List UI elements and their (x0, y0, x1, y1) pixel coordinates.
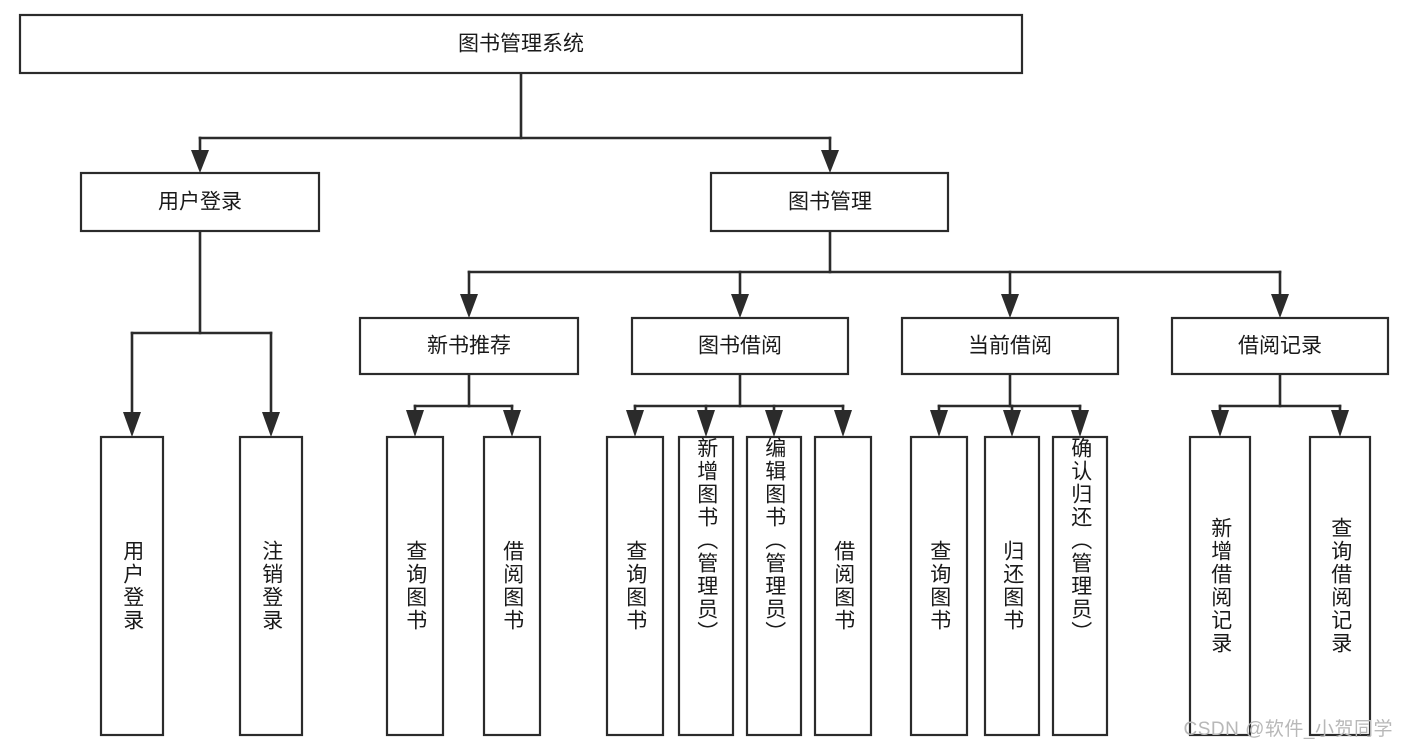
node-user-login-rect[interactable] (79, 171, 321, 233)
arrow-records-to-add-record (1211, 410, 1229, 437)
arrow-borrow-to-query (626, 410, 644, 437)
connectors-current-to-leaves (930, 372, 1089, 437)
leaf-rect-confirm-return[interactable] (1051, 435, 1109, 737)
leaf-rect-borrow-book-bb[interactable] (813, 435, 873, 737)
node-current-borrow-rect[interactable] (900, 316, 1120, 376)
node-new-book-recommend-label: 新书推荐 (427, 335, 511, 358)
connectors-root-to-level2 (191, 71, 839, 173)
node-borrow-records[interactable]: 借阅记录 (1170, 316, 1390, 376)
leaf-rect-add-book-admin[interactable] (677, 435, 735, 737)
arrow-bookmgmt-to-new-books (460, 294, 478, 318)
node-current-borrow-label: 当前借阅 (968, 335, 1052, 358)
node-book-management-label: 图书管理 (788, 191, 872, 214)
leaf-rect-query-book-nb[interactable] (385, 435, 445, 737)
arrow-borrow-to-borrow-book (834, 410, 852, 437)
connectors-records-to-leaves (1211, 372, 1349, 437)
node-user-login-label: 用户登录 (158, 191, 242, 214)
arrow-borrow-to-add-book (697, 410, 715, 437)
node-current-borrow[interactable]: 当前借阅 (900, 316, 1120, 376)
csdn-watermark: CSDN @软件_小贺同学 (1183, 719, 1393, 740)
node-root-label: 图书管理系统 (458, 33, 584, 56)
leaf-rect-add-record[interactable] (1188, 435, 1252, 737)
arrow-records-to-query-record (1331, 410, 1349, 437)
leaf-rect-query-record[interactable] (1308, 435, 1372, 737)
node-book-borrow-label: 图书借阅 (698, 335, 782, 358)
node-book-management-rect[interactable] (709, 171, 950, 233)
node-new-book-recommend[interactable]: 新书推荐 (358, 316, 580, 376)
node-user-login[interactable]: 用户登录 (79, 171, 321, 233)
arrow-user-to-login (123, 412, 141, 437)
arrow-bookmgmt-to-records (1271, 294, 1289, 318)
connectors-borrow-to-leaves (626, 372, 852, 437)
arrow-borrow-to-edit-book (765, 410, 783, 437)
connectors-new-books-to-leaves (406, 372, 521, 437)
arrow-newbooks-to-borrow (503, 410, 521, 437)
leaf-rect-borrow-book-nb[interactable] (482, 435, 542, 737)
leaf-rect-edit-book-admin[interactable] (745, 435, 803, 737)
leaf-rect-query-book-cb[interactable] (909, 435, 969, 737)
node-book-borrow-rect[interactable] (630, 316, 850, 376)
arrow-root-to-book-mgmt (821, 150, 839, 173)
arrow-newbooks-to-query (406, 410, 424, 437)
arrow-current-to-confirm-return (1071, 410, 1089, 437)
arrow-bookmgmt-to-borrow (731, 294, 749, 318)
node-book-management[interactable]: 图书管理 (709, 171, 950, 233)
leaf-rect-query-book-bb[interactable] (605, 435, 665, 737)
node-new-book-recommend-rect[interactable] (358, 316, 580, 376)
leaf-boxes (99, 435, 1372, 737)
connectors-user-login-to-leaves (123, 229, 280, 437)
arrow-current-to-return (1003, 410, 1021, 437)
node-root[interactable]: 图书管理系统 (18, 13, 1024, 75)
arrow-current-to-query (930, 410, 948, 437)
node-book-borrow[interactable]: 图书借阅 (630, 316, 850, 376)
leaf-rect-user-logout[interactable] (238, 435, 304, 737)
arrow-root-to-user-login (191, 150, 209, 173)
leaf-rect-user-login[interactable] (99, 435, 165, 737)
arrow-bookmgmt-to-current (1001, 294, 1019, 318)
node-borrow-records-label: 借阅记录 (1238, 335, 1322, 358)
node-borrow-records-rect[interactable] (1170, 316, 1390, 376)
connectors-book-mgmt-to-level3 (460, 229, 1289, 318)
node-root-rect[interactable] (18, 13, 1024, 75)
leaf-rect-return-book[interactable] (983, 435, 1041, 737)
arrow-user-to-logout (262, 412, 280, 437)
